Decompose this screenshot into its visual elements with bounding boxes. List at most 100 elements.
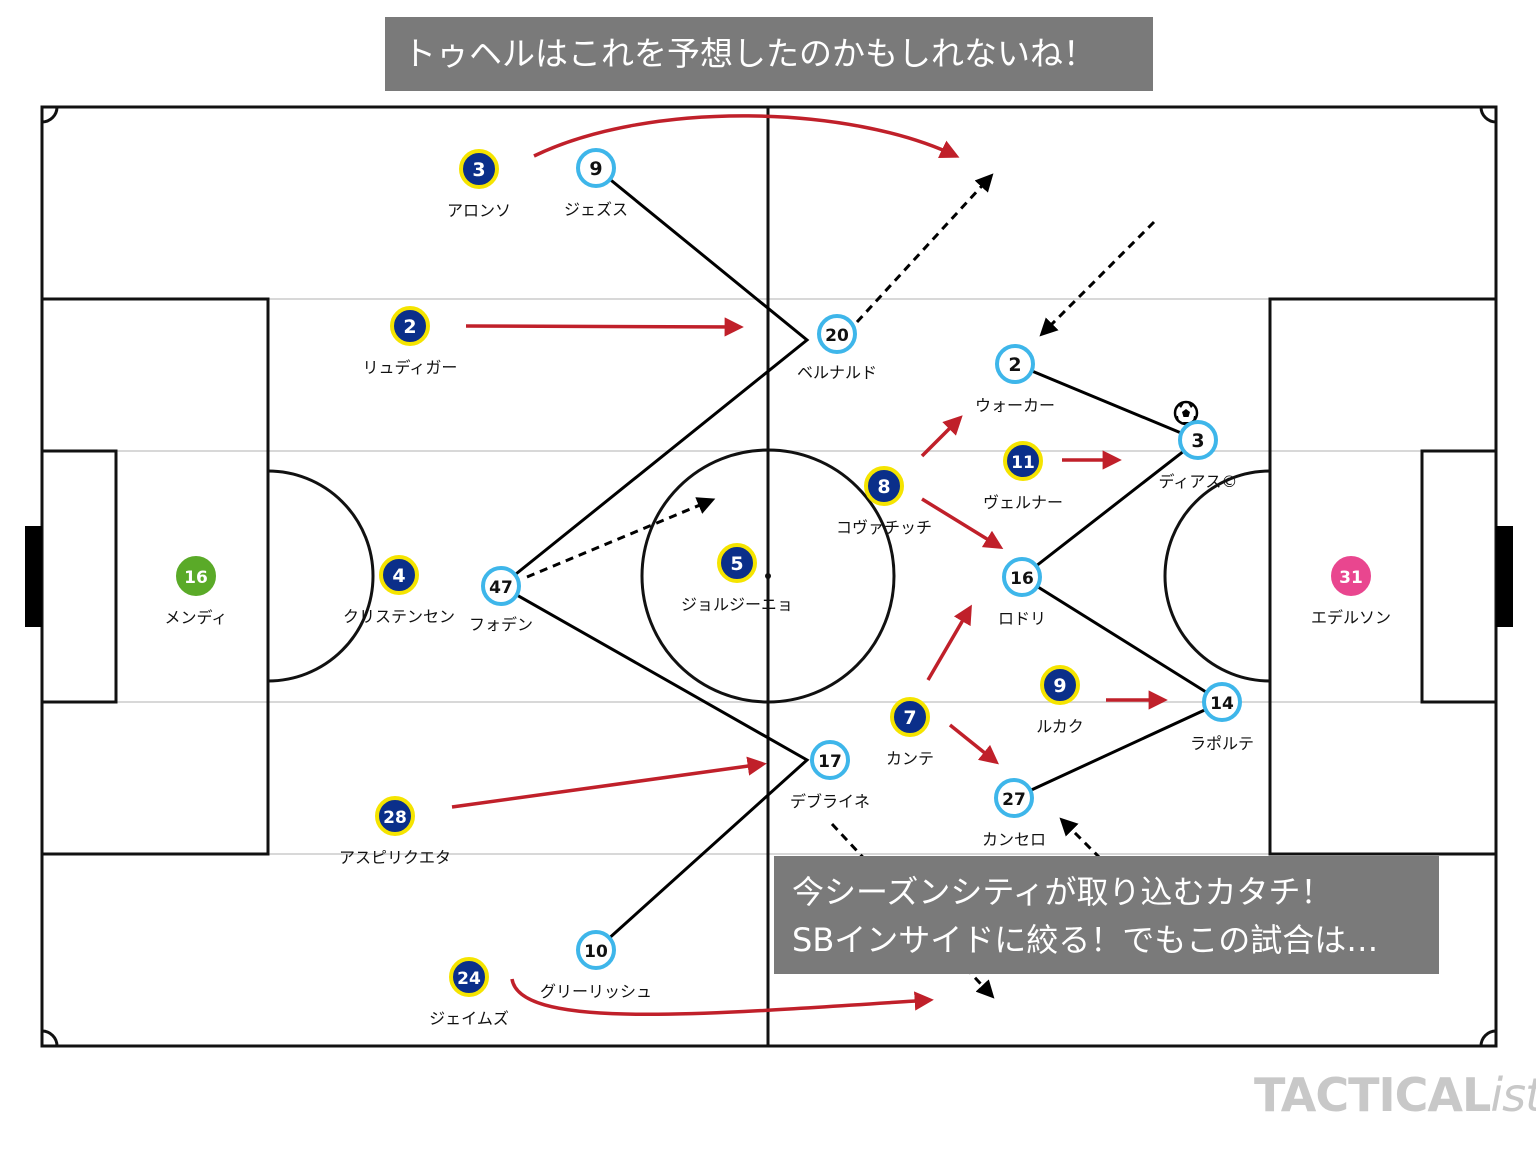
player-number: 24 xyxy=(457,969,481,989)
player-marker-mendy: 16 メンディ xyxy=(165,556,228,627)
player-name: ディアス© xyxy=(1159,472,1238,491)
player-number: 16 xyxy=(184,568,208,588)
headline-banner: トゥヘルはこれを予想したのかもしれないね！ xyxy=(385,17,1153,91)
player-disc xyxy=(1002,557,1042,597)
player-number: 11 xyxy=(1011,453,1035,473)
player-disc xyxy=(1202,682,1242,722)
player-marker-kante: 7 カンテ xyxy=(886,697,934,768)
player-disc xyxy=(994,778,1034,818)
player-disc xyxy=(176,556,216,596)
player-number: 3 xyxy=(1191,430,1204,452)
player-marker-alonso: 3 アロンソ xyxy=(447,149,511,220)
player-disc xyxy=(864,466,904,506)
players-layer: 16メンディ4クリステンセン2リュディガー28アスピリクエタ3アロンソ24ジェイ… xyxy=(165,148,1391,1028)
player-disc xyxy=(717,543,757,583)
player-disc xyxy=(1003,441,1043,481)
player-disc xyxy=(995,344,1035,384)
player-marker-ederson: 31 エデルソン xyxy=(1311,556,1391,627)
player-marker-jorginho: 5 ジョルジーニョ xyxy=(681,543,793,614)
player-marker-rodri: 16 ロドリ xyxy=(998,557,1046,628)
player-disc xyxy=(1040,665,1080,705)
caption-line-1: 今シーズンシティが取り込むカタチ！ xyxy=(792,873,1333,911)
city-shape-lines xyxy=(498,166,1226,952)
goal-right xyxy=(1496,526,1513,627)
player-name: ジェイムズ xyxy=(429,1009,509,1028)
player-number: 4 xyxy=(392,565,405,587)
player-name: ベルナルド xyxy=(797,363,877,382)
player-number: 31 xyxy=(1339,568,1363,588)
player-number: 9 xyxy=(1053,675,1066,697)
player-marker-kovacic: 8 コヴァチッチ xyxy=(836,466,932,537)
player-number: 8 xyxy=(877,476,890,498)
player-disc xyxy=(1178,420,1218,460)
player-marker-bernardo: 20 ベルナルド xyxy=(797,314,877,382)
tacticalista-logo: TACTICALista xyxy=(1254,1068,1536,1128)
player-disc xyxy=(817,314,857,354)
player-name: アロンソ xyxy=(447,201,511,220)
player-disc xyxy=(390,306,430,346)
player-name: ロドリ xyxy=(998,609,1046,628)
logo-main: TACTICAL xyxy=(1254,1068,1491,1122)
player-marker-lukaku: 9 ルカク xyxy=(1036,665,1084,736)
player-marker-rudiger: 2 リュディガー xyxy=(363,306,458,377)
player-name: リュディガー xyxy=(363,358,458,377)
player-name: コヴァチッチ xyxy=(836,518,932,537)
player-name: カンセロ xyxy=(982,830,1046,849)
player-name: エデルソン xyxy=(1311,608,1391,627)
player-number: 10 xyxy=(584,942,608,962)
player-name: カンテ xyxy=(886,749,934,768)
player-marker-christensen: 4 クリステンセン xyxy=(343,555,455,626)
player-disc xyxy=(576,930,616,970)
player-disc xyxy=(481,566,521,606)
player-name: アスピリクエタ xyxy=(339,848,451,867)
caption-line-2: SBインサイドに絞る！でもこの試合は… xyxy=(792,921,1379,959)
player-number: 2 xyxy=(1008,354,1021,376)
player-marker-cancelo: 27 カンセロ xyxy=(982,778,1046,849)
player-number: 28 xyxy=(383,808,407,828)
player-marker-walker: 2 ウォーカー xyxy=(975,344,1055,415)
player-disc xyxy=(890,697,930,737)
player-number: 2 xyxy=(403,316,416,338)
player-disc xyxy=(1331,556,1371,596)
player-name: クリステンセン xyxy=(343,607,455,626)
player-marker-azpilicueta: 28 アスピリクエタ xyxy=(339,796,451,867)
player-number: 7 xyxy=(903,707,916,729)
player-marker-laporte: 14 ラポルテ xyxy=(1190,682,1254,753)
player-disc xyxy=(375,796,415,836)
player-number: 17 xyxy=(818,752,842,772)
player-name: ジョルジーニョ xyxy=(681,595,793,614)
player-marker-werner: 11 ヴェルナー xyxy=(983,441,1063,512)
player-disc xyxy=(459,149,499,189)
player-number: 27 xyxy=(1002,790,1026,810)
player-disc xyxy=(449,957,489,997)
player-name: グリーリッシュ xyxy=(540,982,652,1001)
player-disc xyxy=(379,555,419,595)
player-disc xyxy=(810,740,850,780)
player-number: 16 xyxy=(1010,569,1034,589)
player-name: ルカク xyxy=(1036,717,1084,736)
player-name: ウォーカー xyxy=(975,396,1055,415)
player-marker-james: 24 ジェイムズ xyxy=(429,957,509,1028)
player-number: 47 xyxy=(489,578,513,598)
player-name: ヴェルナー xyxy=(983,493,1063,512)
player-marker-foden: 47 フォデン xyxy=(469,566,533,634)
player-name: ラポルテ xyxy=(1190,734,1254,753)
center-spot xyxy=(765,573,771,579)
player-number: 3 xyxy=(472,159,485,181)
logo-suffix: ista xyxy=(1490,1068,1536,1122)
player-disc xyxy=(576,148,616,188)
player-marker-jesus: 9 ジェズス xyxy=(564,148,628,219)
player-marker-debruyne: 17 デブライネ xyxy=(790,740,870,811)
player-name: ジェズス xyxy=(564,200,628,219)
player-name: メンディ xyxy=(165,608,228,627)
goal-left xyxy=(25,526,42,627)
player-number: 20 xyxy=(825,326,849,346)
player-marker-grealish: 10 グリーリッシュ xyxy=(540,930,652,1001)
player-name: デブライネ xyxy=(790,792,870,811)
player-number: 9 xyxy=(589,158,602,180)
player-number: 5 xyxy=(730,553,743,575)
player-name: フォデン xyxy=(469,615,533,634)
player-number: 14 xyxy=(1210,694,1234,714)
caption-banner: 今シーズンシティが取り込むカタチ！ SBインサイドに絞る！でもこの試合は… xyxy=(774,856,1439,974)
